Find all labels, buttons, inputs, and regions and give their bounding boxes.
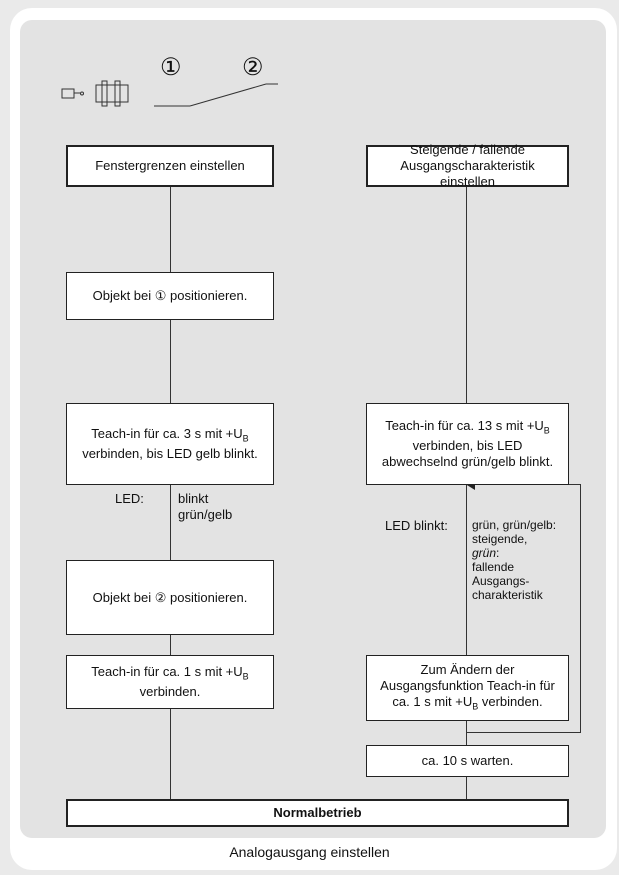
left-step-1-text: Objekt bei ① positionieren. (92, 288, 248, 303)
right-step-1: Teach-in für ca. 13 s mit +UB verbinden,… (366, 403, 569, 485)
left-step-2: Teach-in für ca. 3 s mit +UB verbinden, … (66, 403, 274, 485)
left-step-2-part-b: verbinden, bis LED gelb blinkt. (82, 446, 258, 462)
loop-line-bottom (466, 732, 581, 733)
marker-1: ① (160, 54, 182, 81)
left-step-4-part-a: Teach-in für ca. 1 s mit +U (91, 663, 243, 679)
left-step-1: Objekt bei ① positionieren. (66, 272, 274, 320)
right-step-2-part-b: verbinden. (478, 693, 543, 709)
normalbetrieb-box: Normalbetrieb (66, 799, 569, 827)
distance-line (154, 83, 278, 107)
right-step-2-text: Zum Ändern der Ausgangsfunktion Teach-in… (375, 662, 560, 715)
right-led-line-4: fallende (472, 560, 515, 574)
loop-line (580, 484, 581, 732)
sensor-illustration (61, 80, 129, 107)
left-step-2-text: Teach-in für ca. 3 s mit +UB verbinden, … (73, 426, 267, 463)
left-step-4-subscript: B (242, 671, 249, 682)
right-led-line-6: charakteristik (472, 588, 543, 602)
left-step-4-part-b: verbinden. (139, 684, 201, 700)
right-step-3-text: ca. 10 s warten. (421, 753, 514, 768)
right-led-info: grün, grün/gelb: steigende, grün: fallen… (472, 518, 556, 602)
right-step-1-subscript: B (543, 425, 550, 436)
right-step-2: Zum Ändern der Ausgangsfunktion Teach-in… (366, 655, 569, 721)
right-led-line-1: grün, grün/gelb: (472, 518, 557, 532)
right-step-1-part-b: +U (526, 417, 544, 433)
right-step-2-part-a: Zum Ändern der Ausgangsfunktion Teach-in… (380, 661, 555, 709)
right-step-1-text: Teach-in für ca. 13 s mit +UB verbinden,… (381, 418, 554, 471)
left-header-text: Fenstergrenzen einstellen (95, 158, 245, 173)
right-step-1-part-a: Teach-in für ca. 13 s mit (385, 417, 524, 433)
left-step-2-subscript: B (242, 433, 249, 444)
right-step-3: ca. 10 s warten. (366, 745, 569, 777)
left-connector (170, 187, 171, 799)
right-header-box: Steigende / fallende Ausgangscharakteris… (366, 142, 569, 189)
left-step-2-part-a: Teach-in für ca. 3 s mit +U (91, 425, 243, 441)
left-header-box: Fenstergrenzen einstellen (66, 145, 274, 187)
normalbetrieb-text: Normalbetrieb (273, 805, 362, 820)
left-step-4-text: Teach-in für ca. 1 s mit +UB verbinden. (73, 664, 267, 701)
right-step-1-part-c: verbinden, bis LED abwechselnd grün/gelb… (381, 438, 554, 470)
right-led-line-3-italic: grün (472, 546, 497, 560)
right-led-line-3-colon: : (496, 546, 500, 560)
left-led-value-2: grün/gelb (178, 507, 233, 522)
right-connector (466, 187, 467, 799)
left-step-4: Teach-in für ca. 1 s mit +UB verbinden. (66, 655, 274, 709)
figure-caption: Analogausgang einstellen (229, 844, 390, 860)
right-step-2-subscript: B (472, 701, 479, 712)
left-step-3: Objekt bei ② positionieren. (66, 560, 274, 635)
left-led-value-1: blinkt (178, 491, 209, 506)
right-led-line-5: Ausgangs- (472, 574, 530, 588)
right-led-label: LED blinkt: (385, 518, 448, 533)
right-led-line-3: grün: (472, 546, 556, 560)
left-led-label: LED: (115, 491, 144, 506)
right-led-line-2: steigende, (472, 532, 528, 546)
marker-2: ② (242, 54, 264, 81)
right-header-text: Steigende / fallende Ausgangscharakteris… (400, 142, 535, 189)
left-step-3-text: Objekt bei ② positionieren. (92, 589, 248, 605)
